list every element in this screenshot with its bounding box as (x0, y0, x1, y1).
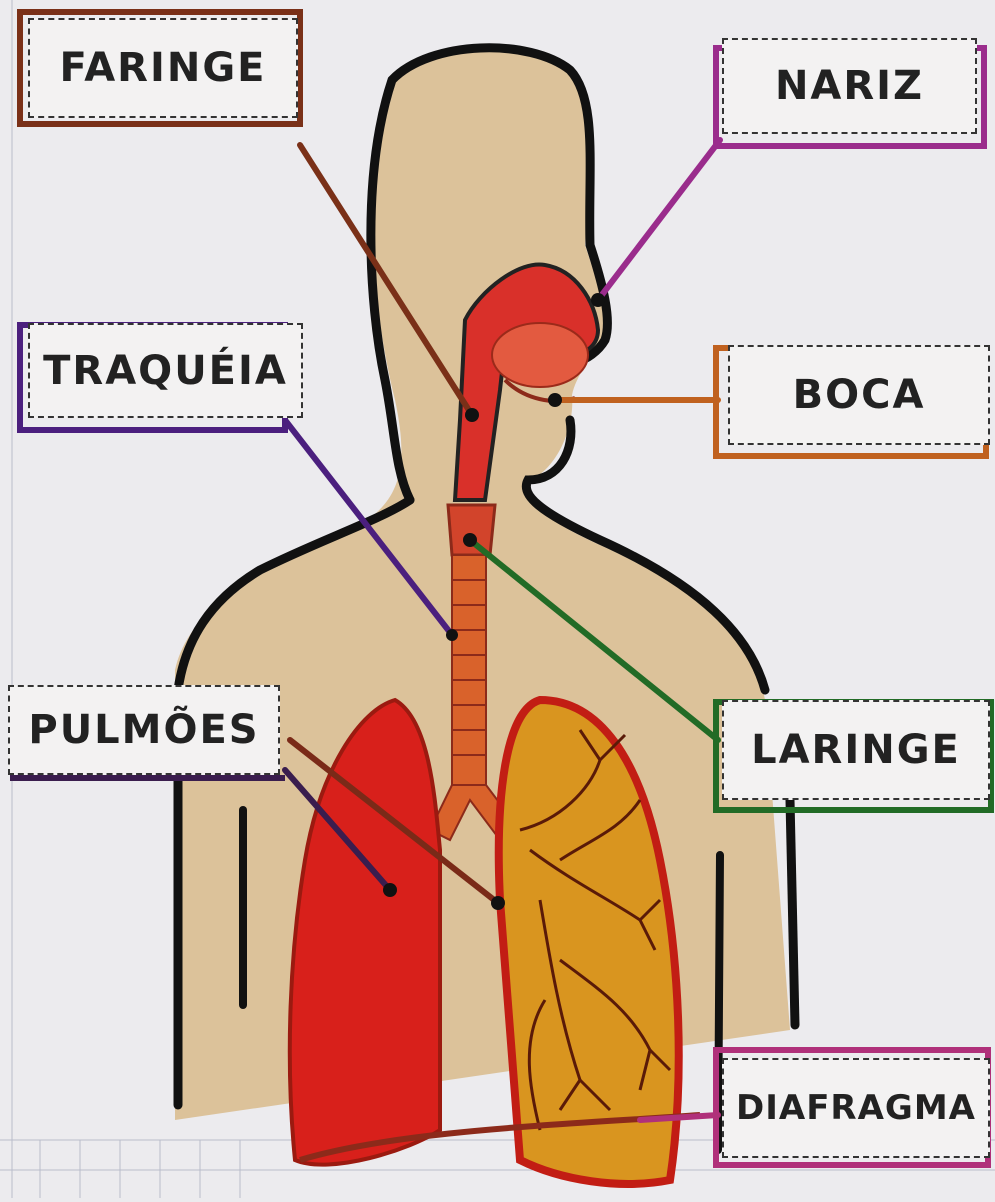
label-laringe-text: LARINGE (751, 727, 961, 773)
label-nariz-text: NARIZ (775, 63, 924, 109)
larynx-shape (448, 505, 495, 555)
nariz-leader (598, 140, 720, 300)
label-nariz: NARIZ (722, 38, 977, 134)
right-body-edge (790, 800, 795, 1025)
label-pulmoes: PULMÕES (8, 685, 280, 775)
label-laringe: LARINGE (722, 700, 990, 800)
label-diafragma-text: DIAFRAGMA (736, 1088, 976, 1128)
label-traqueia-text: TRAQUÉIA (43, 348, 288, 394)
label-boca: BOCA (728, 345, 990, 445)
mouth-cavity (492, 323, 588, 387)
label-boca-text: BOCA (793, 372, 926, 418)
label-traqueia: TRAQUÉIA (28, 323, 303, 418)
label-faringe-text: FARINGE (59, 45, 266, 91)
label-faringe: FARINGE (28, 18, 298, 118)
label-diafragma: DIAFRAGMA (722, 1058, 990, 1158)
label-pulmoes-text: PULMÕES (28, 707, 259, 753)
